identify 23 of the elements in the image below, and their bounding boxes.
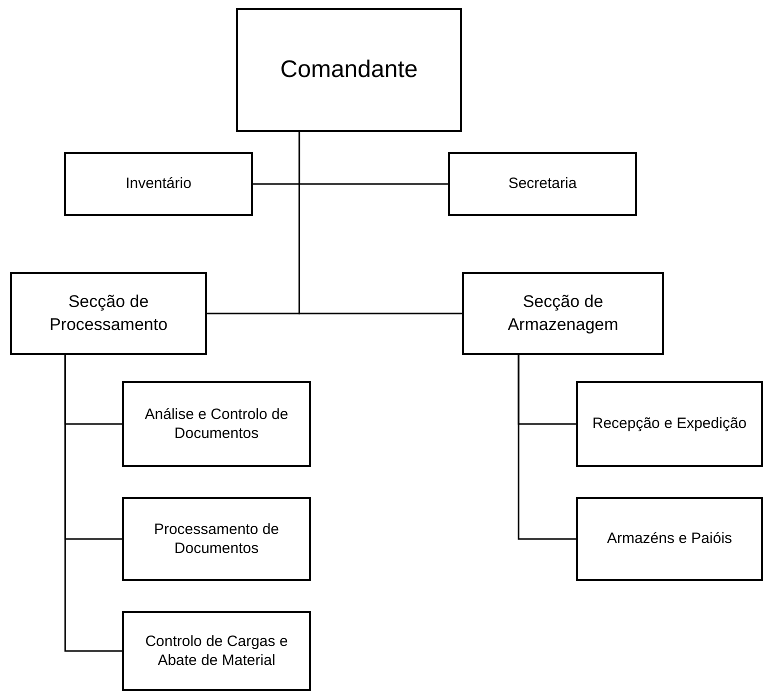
org-unit-box (122, 497, 311, 581)
unit-name: Inventário (126, 174, 192, 194)
org-unit-box (10, 272, 207, 355)
unit-name: Análise e Controlo de Documentos (144, 404, 290, 444)
unit-name: Secção de Armazenagem (506, 291, 620, 336)
org-unit-box (576, 497, 763, 581)
connector-line (64, 355, 122, 652)
org-unit-box (448, 152, 637, 216)
org-unit-box (122, 381, 311, 467)
unit-name: Controlo de Cargas e Abate de Material (144, 632, 289, 670)
org-unit-box (64, 152, 253, 216)
org-unit-box (462, 272, 664, 355)
unit-name: Processamento de Documentos (152, 520, 280, 558)
connector-line (298, 132, 462, 314)
org-unit-box (576, 381, 763, 467)
connector-line (518, 355, 576, 540)
org-unit-box (122, 611, 311, 691)
unit-name: Armazéns e Paióis (606, 529, 732, 549)
unit-name: Secretaria (508, 174, 577, 194)
unit-name: Recepção e Expedição (592, 414, 747, 434)
unit-name: Comandante (280, 55, 418, 86)
org-unit-box (236, 8, 462, 132)
unit-name: Secção de Processamento (48, 291, 169, 336)
